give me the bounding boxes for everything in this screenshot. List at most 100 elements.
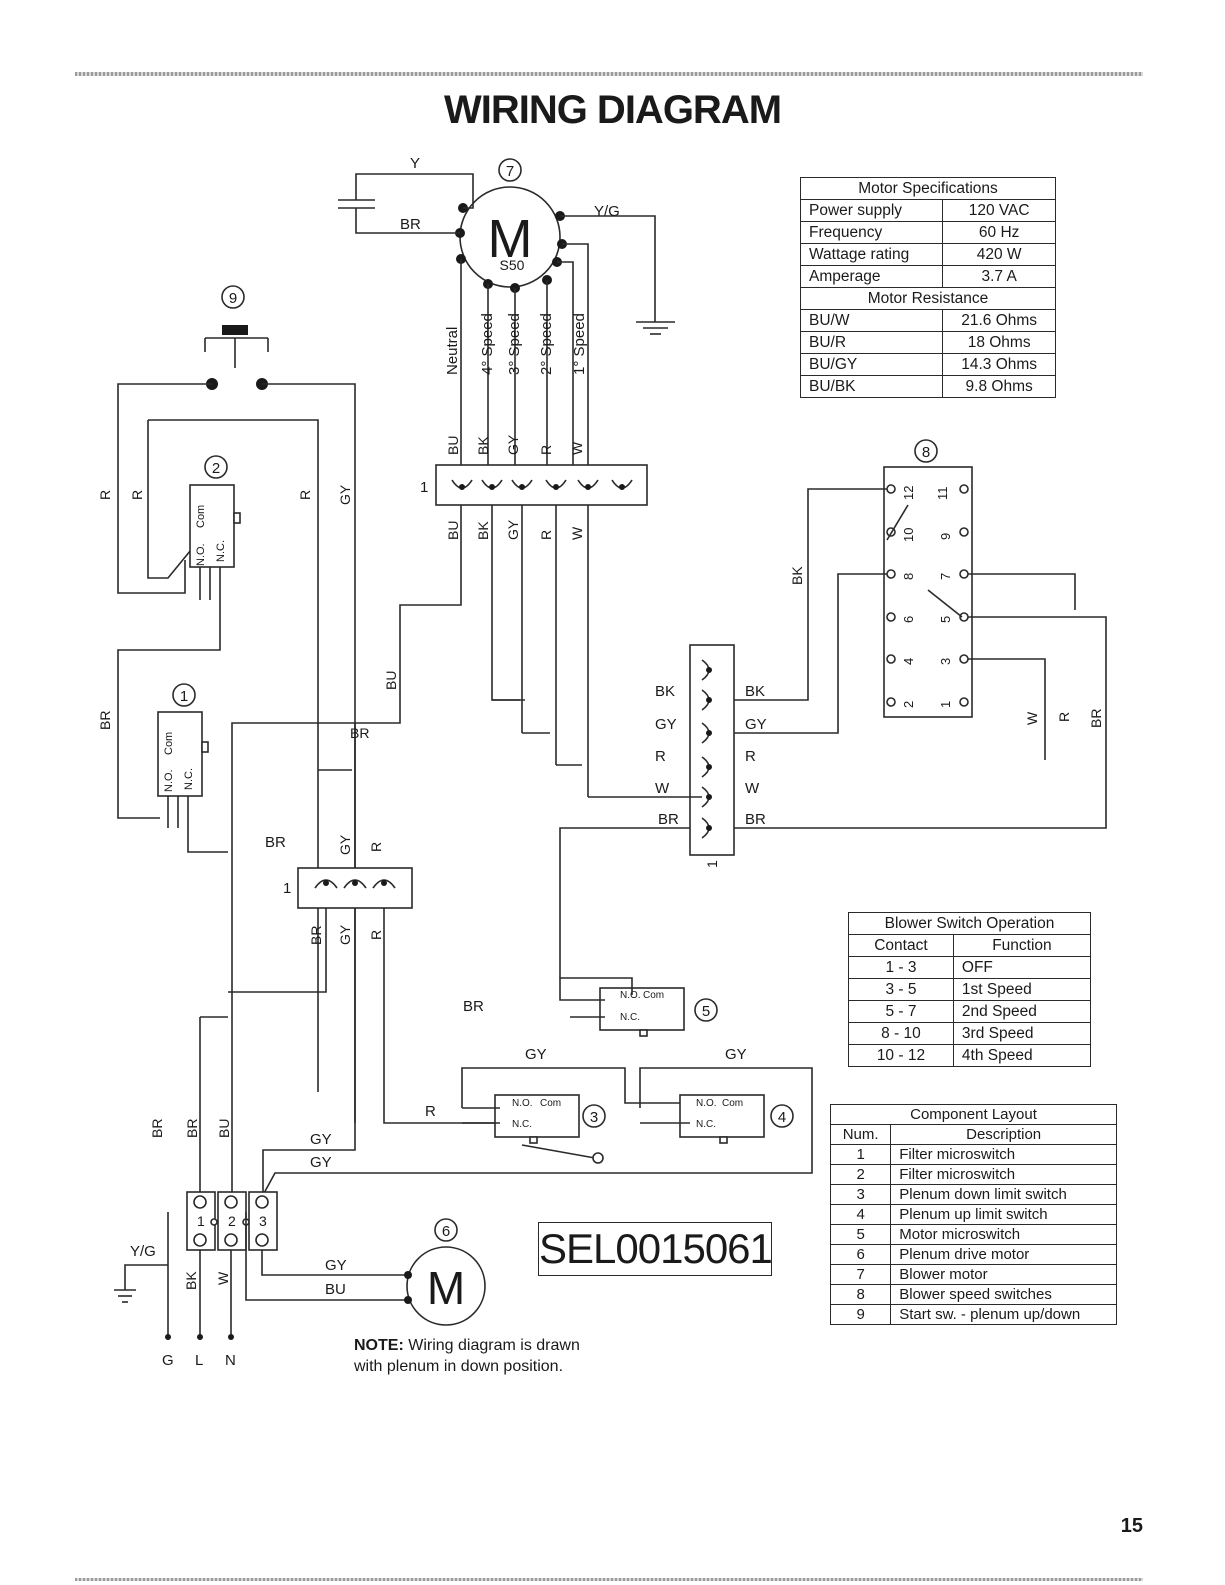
comp-num: 4 bbox=[829, 1204, 892, 1225]
lead-neutral: Neutral bbox=[444, 327, 461, 375]
comp-desc: Motor microswitch bbox=[890, 1224, 1117, 1245]
contact-cell: 5 - 7 bbox=[848, 1000, 954, 1023]
limit-switch-3: N.O. Com N.C. 3 bbox=[462, 1094, 606, 1164]
wire-label-r3: R bbox=[297, 490, 313, 500]
conn-left-w: W bbox=[655, 780, 670, 797]
contact-cell: 8 - 10 bbox=[848, 1022, 954, 1045]
function-cell: 1st Speed bbox=[952, 978, 1092, 1001]
comp-num: 5 bbox=[829, 1224, 892, 1245]
svg-text:10: 10 bbox=[901, 528, 916, 542]
svg-text:N.O.: N.O. bbox=[163, 769, 175, 792]
svg-text:N.O.: N.O. bbox=[620, 990, 641, 1001]
function-cell: 2nd Speed bbox=[952, 1000, 1092, 1023]
wire-label-br-top: BR bbox=[400, 216, 421, 233]
lead-1-speed: 1° Speed bbox=[571, 313, 588, 375]
svg-text:3: 3 bbox=[590, 1109, 598, 1126]
note-line-1: Wiring diagram is drawn bbox=[408, 1337, 580, 1354]
wire-label-r2: R bbox=[129, 490, 145, 500]
ground-label: Y/G bbox=[130, 1243, 156, 1260]
contact-cell: 10 - 12 bbox=[848, 1044, 954, 1067]
svg-text:N.C.: N.C. bbox=[696, 1119, 716, 1130]
svg-text:8: 8 bbox=[922, 444, 930, 461]
wire-label-gy-left: GY bbox=[337, 484, 353, 505]
term-top-bk: BK bbox=[475, 436, 491, 455]
lead-4-speed: 4° Speed bbox=[479, 313, 496, 375]
svg-text:4: 4 bbox=[901, 658, 916, 665]
speed-connector bbox=[689, 644, 735, 856]
blower-motor-number: 7 bbox=[506, 163, 514, 180]
svg-text:Com: Com bbox=[643, 990, 664, 1001]
svg-text:5: 5 bbox=[702, 1003, 710, 1020]
term-bot-bk: BK bbox=[475, 521, 491, 540]
comp-desc: Plenum drive motor bbox=[890, 1244, 1117, 1265]
mt-top-bu: BU bbox=[216, 1119, 232, 1138]
svg-text:N.O.: N.O. bbox=[696, 1098, 717, 1109]
motor-terminal-block bbox=[435, 464, 648, 506]
svg-text:1: 1 bbox=[180, 688, 188, 705]
gy-label-4: GY bbox=[310, 1154, 332, 1171]
contact-cell: 3 - 5 bbox=[848, 978, 954, 1001]
comp-num: 9 bbox=[829, 1304, 892, 1325]
svg-text:1: 1 bbox=[197, 1213, 205, 1229]
svg-text:N.C.: N.C. bbox=[183, 768, 195, 790]
blower-op-title: Blower Switch Operation bbox=[848, 912, 1091, 935]
blower-motor-model: S50 bbox=[500, 257, 525, 273]
note-label: NOTE: bbox=[354, 1337, 404, 1354]
conn-right-r: R bbox=[745, 748, 756, 765]
svg-text:2: 2 bbox=[212, 460, 220, 477]
wire-label-br-right: BR bbox=[1088, 709, 1104, 728]
col-description: Description bbox=[890, 1124, 1117, 1145]
ground-icon bbox=[114, 1289, 136, 1303]
supply-l: L bbox=[195, 1352, 203, 1369]
resistance-value: 21.6 Ohms bbox=[942, 309, 1056, 332]
wire-label-br-sw5: BR bbox=[463, 998, 484, 1015]
spec-value: 420 W bbox=[942, 243, 1056, 266]
comp-num: 8 bbox=[829, 1284, 892, 1305]
mt-bot-w: W bbox=[215, 1271, 231, 1285]
lead-3-speed: 3° Speed bbox=[506, 313, 523, 375]
svg-text:N.C.: N.C. bbox=[512, 1119, 532, 1130]
svg-text:3: 3 bbox=[259, 1213, 267, 1229]
function-cell: OFF bbox=[952, 956, 1092, 979]
blower-motor: M S50 7 bbox=[455, 158, 567, 293]
wire-label-r-sw3: R bbox=[425, 1103, 436, 1120]
capacitor bbox=[338, 173, 474, 234]
term-bot-w: W bbox=[569, 526, 585, 540]
comp-desc: Blower speed switches bbox=[890, 1284, 1117, 1305]
mb-top-br: BR bbox=[350, 725, 369, 741]
motor-switch-5: N.O. Com N.C. 5 bbox=[570, 987, 718, 1037]
contact-cell: 1 - 3 bbox=[848, 956, 954, 979]
comp-num: 6 bbox=[829, 1244, 892, 1265]
spec-value: 3.7 A bbox=[942, 265, 1056, 288]
conn-right-br: BR bbox=[745, 811, 766, 828]
ground-icon bbox=[636, 321, 675, 335]
motor-specs-title: Motor Specifications bbox=[800, 177, 1056, 200]
svg-text:Com: Com bbox=[163, 732, 175, 755]
mb-bot-r: R bbox=[368, 930, 384, 940]
comp-desc: Plenum up limit switch bbox=[890, 1204, 1117, 1225]
conn-left-bk: BK bbox=[655, 683, 675, 700]
resistance-value: 18 Ohms bbox=[942, 331, 1056, 354]
svg-text:N.C.: N.C. bbox=[215, 540, 227, 562]
lead-2-speed: 2° Speed bbox=[538, 313, 555, 375]
wire-label-yg-top: Y/G bbox=[594, 203, 620, 220]
comp-desc: Plenum down limit switch bbox=[890, 1184, 1117, 1205]
conn-right-bk: BK bbox=[745, 683, 765, 700]
terminal-pin: 1 bbox=[420, 479, 428, 496]
mb-top-gy: GY bbox=[337, 834, 353, 855]
supply-g: G bbox=[162, 1352, 174, 1369]
top-rule bbox=[75, 72, 1143, 76]
middle-terminal-block bbox=[297, 867, 413, 909]
svg-text:N.O.: N.O. bbox=[512, 1098, 533, 1109]
col-num: Num. bbox=[829, 1124, 892, 1145]
conn-right-w: W bbox=[745, 780, 760, 797]
spec-value: 120 VAC bbox=[942, 199, 1056, 222]
term-top-w: W bbox=[569, 441, 585, 455]
spec-label: Frequency bbox=[799, 221, 944, 244]
spec-value: 60 Hz bbox=[942, 221, 1056, 244]
wire-label-r1: R bbox=[97, 490, 113, 500]
mb-top-r: R bbox=[368, 842, 384, 852]
svg-text:8: 8 bbox=[901, 573, 916, 580]
comp-num: 3 bbox=[829, 1184, 892, 1205]
connector-pin: 1 bbox=[704, 860, 720, 868]
